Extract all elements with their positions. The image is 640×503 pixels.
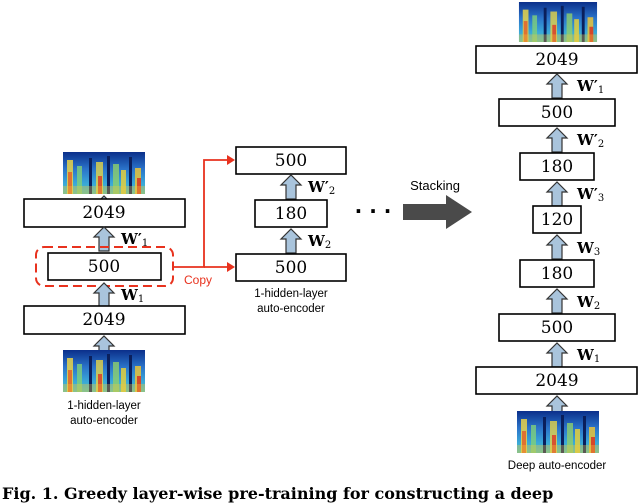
deep-layer-3-box — [519, 259, 595, 288]
figure-caption: Fig. 1. Greedy layer-wise pre-training f… — [2, 484, 553, 503]
up-arrow-icon — [545, 181, 569, 207]
deep-caption: Deep auto-encoder — [508, 460, 607, 472]
deep-layer-5-label: 180 — [541, 157, 573, 177]
middle-caption-line1: 1-hidden-layer — [254, 288, 328, 300]
middle-output-layer-label: 500 — [275, 151, 307, 171]
left-caption-line1: 1-hidden-layer — [67, 400, 141, 412]
up-arrow-icon — [545, 127, 569, 153]
deep-weight-w2: W2 — [576, 293, 600, 312]
deep-weight-w2-prime: W′2 — [576, 131, 604, 150]
up-arrow-icon — [279, 174, 303, 200]
deep-layer-3-label: 180 — [541, 264, 573, 284]
copy-arrow-icon — [173, 155, 235, 272]
up-arrow-icon — [545, 288, 569, 314]
up-arrow-icon — [92, 226, 116, 252]
deep-layer-1-label: 2049 — [535, 371, 578, 391]
deep-layer-7-label: 2049 — [535, 50, 578, 70]
middle-hidden-layer-box — [254, 199, 328, 228]
copy-label: Copy — [184, 273, 212, 287]
deep-weight-w1-prime: W′1 — [576, 77, 604, 96]
deep-layer-4-label: 120 — [541, 210, 573, 230]
left-hidden-layer-box — [47, 252, 162, 281]
left-output-layer-label: 2049 — [82, 203, 125, 223]
left-weight-w1: W1 — [120, 286, 144, 305]
deep-layer-1-box — [475, 366, 638, 395]
middle-output-layer-box — [235, 146, 347, 175]
stacking-label: Stacking — [410, 178, 460, 193]
ellipsis-dots: · · · — [355, 199, 392, 223]
middle-input-layer-label: 500 — [275, 258, 307, 278]
middle-caption-line2: auto-encoder — [257, 303, 325, 315]
deep-layer-2-label: 500 — [541, 318, 573, 338]
up-arrow-icon — [92, 282, 116, 308]
middle-weight-w2-prime: W′2 — [307, 178, 335, 197]
deep-weight-w3-prime: W′3 — [576, 185, 604, 204]
left-caption-line2: auto-encoder — [70, 415, 138, 427]
deep-layer-6-box — [498, 98, 616, 127]
spectrogram-image — [63, 152, 145, 194]
deep-layer-7-box — [475, 45, 638, 74]
deep-weight-w1: W1 — [576, 346, 600, 365]
middle-input-layer-box — [235, 253, 347, 282]
spectrogram-image — [518, 2, 598, 42]
stacking-arrow-icon — [403, 195, 472, 229]
up-arrow-icon — [545, 234, 569, 260]
deep-layer-2-box — [498, 313, 616, 342]
left-weight-w1-prime: W′1 — [120, 230, 148, 249]
up-arrow-icon — [279, 228, 303, 254]
spectrogram-image — [63, 350, 145, 392]
spectrogram-image — [517, 411, 599, 453]
deep-weight-w3: W3 — [576, 239, 600, 258]
up-arrow-icon — [545, 342, 569, 368]
left-input-layer-box — [23, 305, 186, 335]
middle-weight-w2: W2 — [307, 232, 331, 251]
deep-layer-5-box — [519, 152, 595, 181]
left-hidden-layer-label: 500 — [88, 257, 120, 277]
deep-layer-6-label: 500 — [541, 103, 573, 123]
deep-layer-4-box — [532, 205, 582, 234]
middle-hidden-layer-label: 180 — [275, 204, 307, 224]
left-output-layer-box — [23, 198, 186, 228]
left-input-layer-label: 2049 — [82, 310, 125, 330]
up-arrow-icon — [545, 73, 569, 99]
